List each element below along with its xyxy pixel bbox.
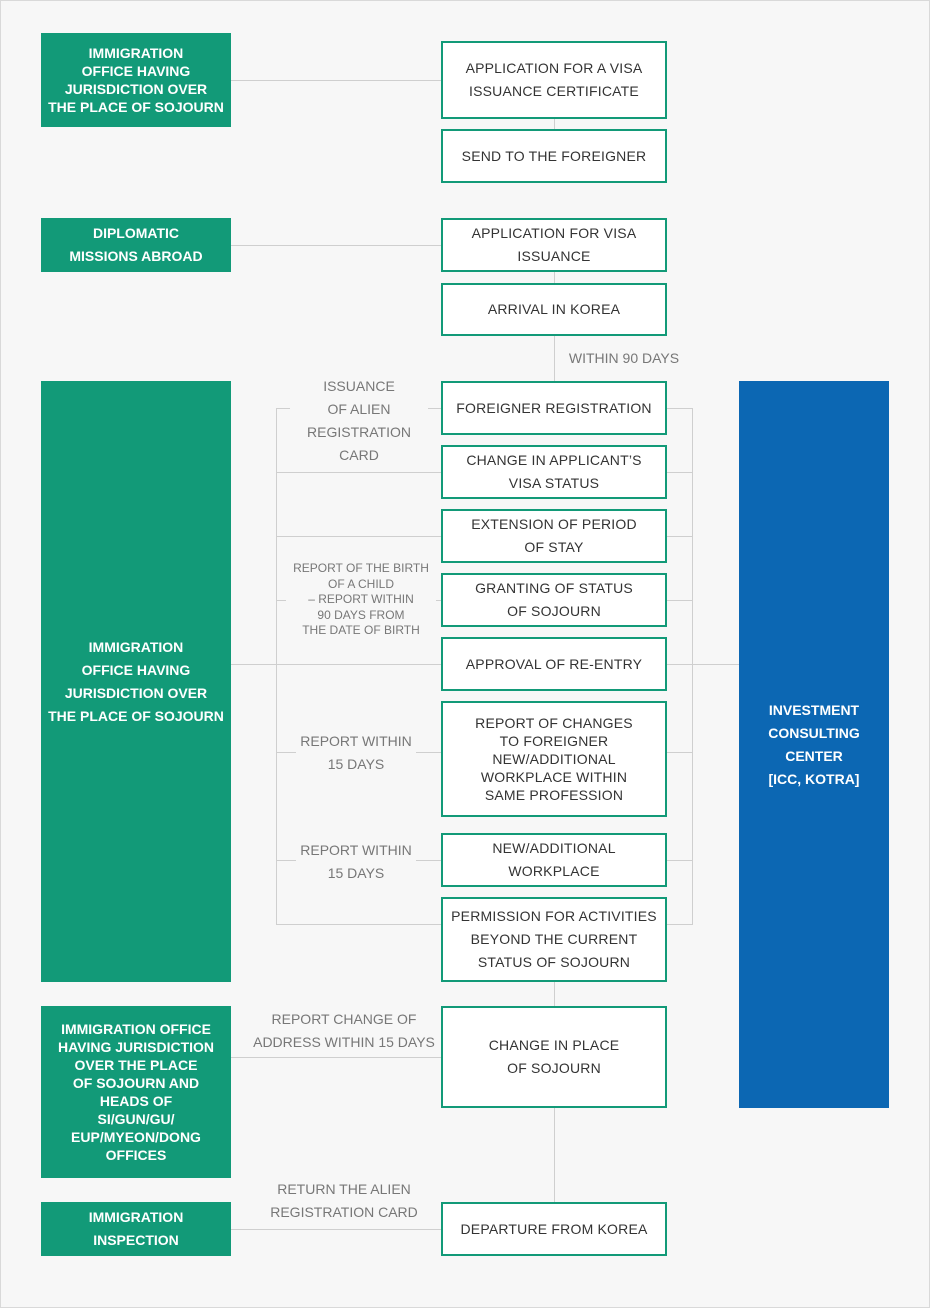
arrival-box: ARRIVAL IN KOREA bbox=[441, 283, 667, 336]
bracket-tick bbox=[665, 924, 693, 925]
bracket-left-vertical bbox=[276, 408, 277, 924]
bracket-tick bbox=[665, 536, 693, 537]
visa-certificate-office-box: IMMIGRATION OFFICE HAVING JURISDICTION O… bbox=[41, 33, 231, 127]
report-15-days-note-1: REPORT WITHIN 15 DAYS bbox=[296, 730, 416, 776]
departure-box: DEPARTURE FROM KOREA bbox=[441, 1202, 667, 1256]
visa-application-box: APPLICATION FOR VISA ISSUANCE bbox=[441, 218, 667, 272]
address-change-note: REPORT CHANGE OF ADDRESS WITHIN 15 DAYS bbox=[252, 1008, 436, 1054]
connector bbox=[554, 1107, 555, 1203]
activities-permission-box: PERMISSION FOR ACTIVITIES BEYOND THE CUR… bbox=[441, 897, 667, 982]
connector bbox=[554, 270, 555, 284]
bracket-tick bbox=[665, 472, 693, 473]
bracket-tick bbox=[665, 408, 693, 409]
bracket-tick bbox=[276, 472, 442, 473]
send-to-foreigner-box: SEND TO THE FOREIGNER bbox=[441, 129, 667, 183]
immigration-inspection-box: IMMIGRATION INSPECTION bbox=[41, 1202, 231, 1256]
connector bbox=[554, 118, 555, 130]
address-office-box: IMMIGRATION OFFICE HAVING JURISDICTION O… bbox=[41, 1006, 231, 1178]
bracket-tick bbox=[276, 536, 442, 537]
within-90-days-note: WITHIN 90 DAYS bbox=[562, 347, 686, 370]
reentry-approval-box: APPROVAL OF RE-ENTRY bbox=[441, 637, 667, 691]
bracket-tick bbox=[665, 860, 693, 861]
connector bbox=[554, 334, 555, 382]
connector bbox=[230, 80, 442, 81]
connector bbox=[230, 664, 442, 665]
bracket-tick bbox=[665, 752, 693, 753]
return-card-note: RETURN THE ALIEN REGISTRATION CARD bbox=[262, 1178, 426, 1224]
granting-status-box: GRANTING OF STATUS OF SOJOURN bbox=[441, 573, 667, 627]
connector bbox=[554, 980, 555, 1007]
bracket-right-vertical bbox=[692, 408, 693, 924]
issuance-card-note: ISSUANCE OF ALIEN REGISTRATION CARD bbox=[290, 375, 428, 463]
sojourn-office-box: IMMIGRATION OFFICE HAVING JURISDICTION O… bbox=[41, 381, 231, 982]
extension-of-stay-box: EXTENSION OF PERIOD OF STAY bbox=[441, 509, 667, 563]
bracket-tick bbox=[276, 924, 442, 925]
investment-center-box: INVESTMENT CONSULTING CENTER [ICC, KOTRA… bbox=[739, 381, 889, 1108]
change-place-box: CHANGE IN PLACE OF SOJOURN bbox=[441, 1006, 667, 1108]
report-workplace-changes-box: REPORT OF CHANGES TO FOREIGNER NEW/ADDIT… bbox=[441, 701, 667, 817]
bracket-tick bbox=[665, 600, 693, 601]
foreigner-registration-box: FOREIGNER REGISTRATION bbox=[441, 381, 667, 435]
connector bbox=[230, 1229, 442, 1230]
connector bbox=[230, 1057, 442, 1058]
birth-report-note: REPORT OF THE BIRTH OF A CHILD – REPORT … bbox=[286, 561, 436, 641]
change-visa-status-box: CHANGE IN APPLICANT’S VISA STATUS bbox=[441, 445, 667, 499]
diplomatic-missions-box: DIPLOMATIC MISSIONS ABROAD bbox=[41, 218, 231, 272]
connector bbox=[230, 245, 442, 246]
report-15-days-note-2: REPORT WITHIN 15 DAYS bbox=[296, 839, 416, 885]
visa-certificate-application-box: APPLICATION FOR A VISA ISSUANCE CERTIFIC… bbox=[441, 41, 667, 119]
connector bbox=[665, 664, 740, 665]
new-workplace-box: NEW/ADDITIONAL WORKPLACE bbox=[441, 833, 667, 887]
